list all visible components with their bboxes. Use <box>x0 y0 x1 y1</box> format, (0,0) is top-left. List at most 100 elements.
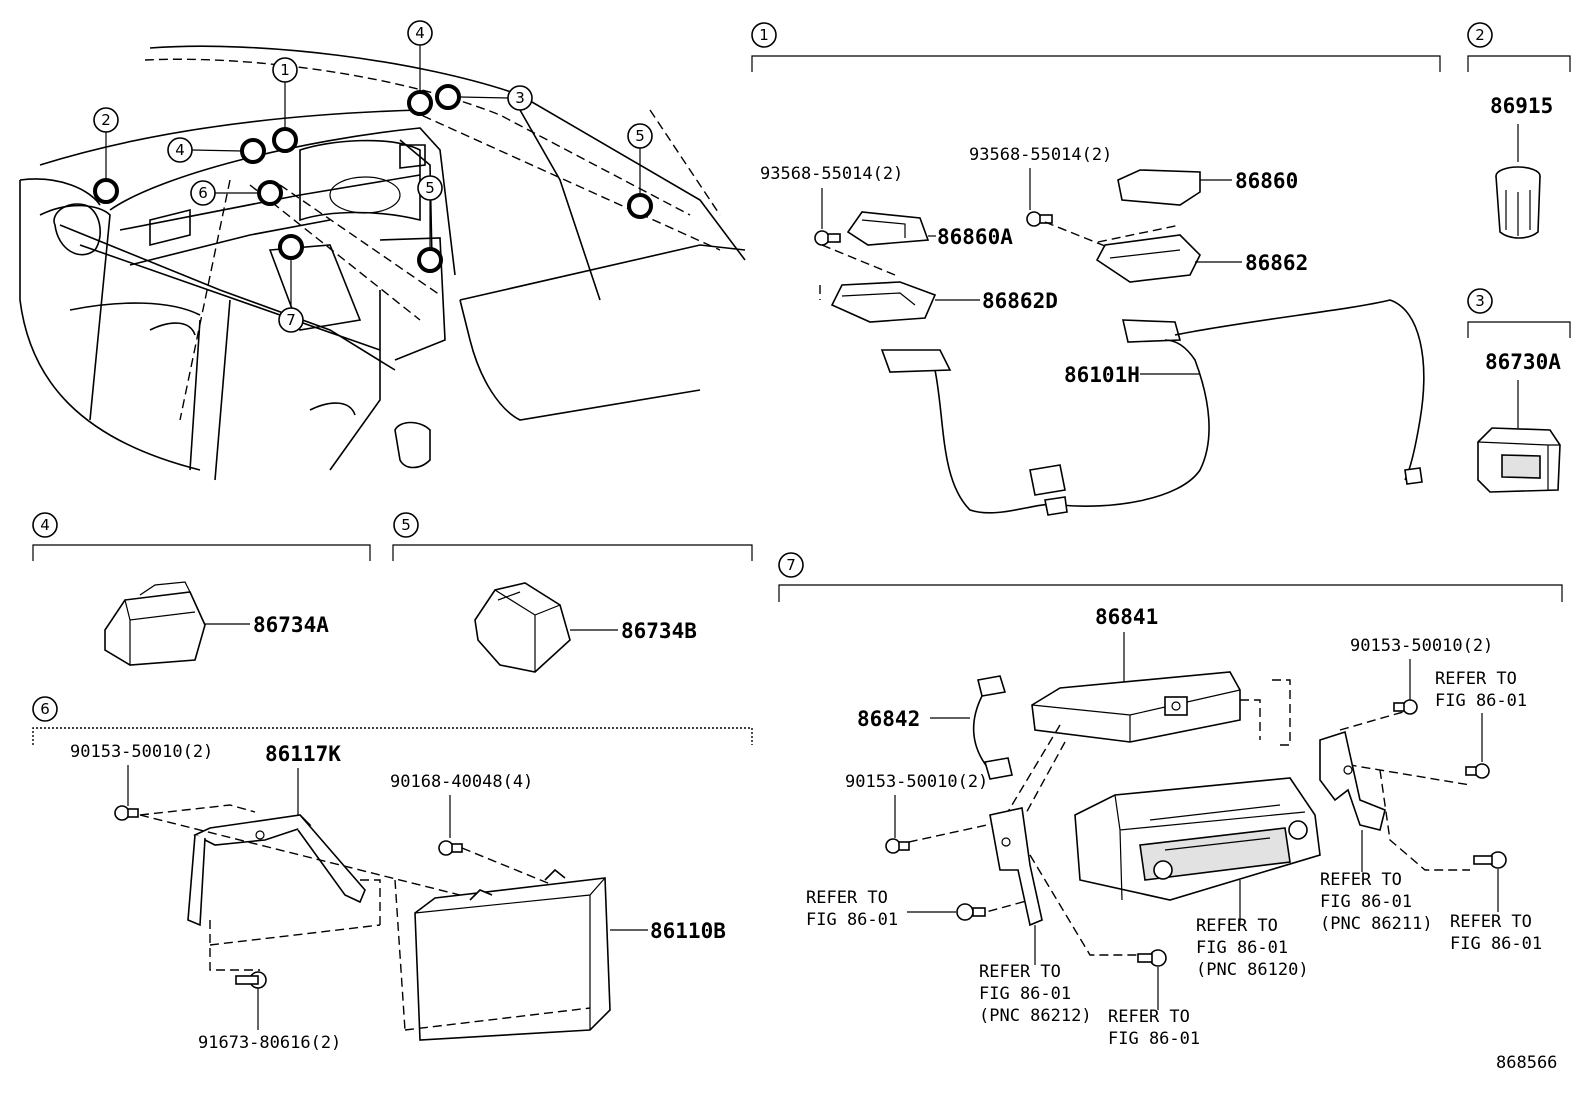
svg-text:REFER TO: REFER TO <box>1320 870 1402 890</box>
wire-harness-86101H <box>880 299 1425 516</box>
location-marker-1 <box>272 127 298 153</box>
refer-label-bottom-right: REFER TO FIG 86-01 <box>1450 912 1542 954</box>
svg-text:FIG 86-01: FIG 86-01 <box>806 910 898 930</box>
part-86862D-label: 86862D <box>982 289 1058 313</box>
screw-93568-left <box>814 230 841 246</box>
location-marker-6 <box>257 180 283 206</box>
section-2: 2 86915 <box>1467 22 1571 239</box>
bracket-86862D <box>830 281 937 323</box>
location-marker-7 <box>278 234 304 260</box>
overview-callout-1: 1 <box>272 57 298 83</box>
svg-text:6: 6 <box>198 184 208 202</box>
svg-text:REFER TO: REFER TO <box>806 888 888 908</box>
overview-callout-5-right: 5 <box>627 123 653 149</box>
part-86915-label: 86915 <box>1490 94 1553 118</box>
svg-text:FIG 86-01: FIG 86-01 <box>1108 1029 1200 1049</box>
svg-text:5: 5 <box>425 179 435 197</box>
overview-callout-5-left: 5 <box>417 175 443 201</box>
svg-text:FIG 86-01: FIG 86-01 <box>1450 934 1542 954</box>
refer-label-pnc-86211: REFER TO FIG 86-01 (PNC 86211) <box>1320 870 1433 934</box>
location-marker-4-left <box>240 138 266 164</box>
overview-callout-3: 3 <box>507 85 533 111</box>
location-marker-4-right <box>407 90 433 116</box>
switch-86734B <box>474 582 571 673</box>
svg-text:REFER TO: REFER TO <box>1196 916 1278 936</box>
screw-ref-bottom-right <box>1473 851 1507 869</box>
svg-text:FIG 86-01: FIG 86-01 <box>979 984 1071 1004</box>
screw-90153-s6 <box>114 805 139 821</box>
location-marker-5-left <box>417 247 443 273</box>
refer-label-pnc-86212: REFER TO FIG 86-01 (PNC 86212) <box>979 962 1092 1026</box>
svg-text:4: 4 <box>415 24 425 42</box>
part-86734A-label: 86734A <box>253 613 329 637</box>
overview-callout-4-right: 4 <box>407 20 433 46</box>
svg-text:6: 6 <box>40 700 50 718</box>
svg-text:4: 4 <box>40 516 50 534</box>
section-6: 6 90153-50010(2) 86117K 90168-40048(4) <box>32 696 753 1053</box>
svg-text:(PNC 86120): (PNC 86120) <box>1196 960 1309 980</box>
section-7: 7 86841 86842 <box>778 552 1563 1049</box>
section-1-callout: 1 <box>751 22 777 48</box>
refer-label-top-right: REFER TO FIG 86-01 <box>1435 669 1527 711</box>
refer-label-left: REFER TO FIG 86-01 <box>806 888 898 930</box>
svg-text:REFER TO: REFER TO <box>1450 912 1532 932</box>
section-4-callout: 4 <box>32 512 58 538</box>
section-7-callout: 7 <box>778 552 804 578</box>
vehicle-interior-view: 1 2 4 4 3 6 5 5 7 <box>19 20 746 481</box>
section-3: 3 86730A <box>1467 288 1571 493</box>
part-86117K-label: 86117K <box>265 742 341 766</box>
bracket-right <box>1319 730 1386 831</box>
svg-text:7: 7 <box>786 556 796 574</box>
svg-text:FIG 86-01: FIG 86-01 <box>1196 938 1288 958</box>
fastener-93568-label-right: 93568-55014(2) <box>969 145 1112 165</box>
svg-text:5: 5 <box>401 516 411 534</box>
svg-text:REFER TO: REFER TO <box>1435 669 1517 689</box>
part-86101H-label: 86101H <box>1064 363 1140 387</box>
overview-callout-7: 7 <box>278 307 304 333</box>
location-marker-2 <box>93 178 119 204</box>
module-86860A <box>846 211 930 246</box>
bracket-86862 <box>1095 234 1201 283</box>
svg-text:3: 3 <box>1475 292 1485 310</box>
display-86110B <box>414 868 611 1041</box>
part-86734B-label: 86734B <box>621 619 697 643</box>
part-86862-label: 86862 <box>1245 251 1308 275</box>
svg-text:1: 1 <box>280 61 290 79</box>
section-6-callout: 6 <box>32 696 58 722</box>
fastener-91673-label: 91673-80616(2) <box>198 1033 341 1053</box>
overview-callout-4-left: 4 <box>167 137 193 163</box>
section-5-callout: 5 <box>393 512 419 538</box>
section-2-callout: 2 <box>1467 22 1493 48</box>
location-marker-3 <box>435 84 461 110</box>
screw-93568-right <box>1026 211 1053 227</box>
refer-label-pnc-86120: REFER TO FIG 86-01 (PNC 86120) <box>1196 916 1309 980</box>
svg-text:5: 5 <box>635 127 645 145</box>
svg-text:(PNC 86211): (PNC 86211) <box>1320 914 1433 934</box>
svg-text:2: 2 <box>1475 26 1485 44</box>
svg-text:REFER TO: REFER TO <box>1108 1007 1190 1027</box>
screw-90153-s7b <box>1393 699 1418 715</box>
section-1: 1 93568-55014(2) 93568-55014(2) 86860A 8… <box>751 22 1441 516</box>
unit-86841 <box>1031 671 1241 743</box>
fastener-93568-label-left: 93568-55014(2) <box>760 164 903 184</box>
svg-text:FIG 86-01: FIG 86-01 <box>1320 892 1412 912</box>
component-86915 <box>1495 166 1541 239</box>
location-marker-5-right <box>627 193 653 219</box>
svg-text:FIG 86-01: FIG 86-01 <box>1435 691 1527 711</box>
fastener-90153-label-s7a: 90153-50010(2) <box>845 772 988 792</box>
screw-ref-top-right <box>1465 763 1490 779</box>
svg-text:REFER TO: REFER TO <box>979 962 1061 982</box>
svg-text:2: 2 <box>101 111 111 129</box>
part-86841-label: 86841 <box>1095 605 1158 629</box>
part-86110B-label: 86110B <box>650 919 726 943</box>
overview-callout-6: 6 <box>190 180 216 206</box>
overview-callout-2: 2 <box>93 107 119 133</box>
svg-text:3: 3 <box>515 89 525 107</box>
part-86860A-label: 86860A <box>937 225 1013 249</box>
screw-ref-bottom-center <box>1137 949 1167 967</box>
svg-text:1: 1 <box>759 26 769 44</box>
fastener-90153-label-s7b: 90153-50010(2) <box>1350 636 1493 656</box>
svg-text:(PNC 86212): (PNC 86212) <box>979 1006 1092 1026</box>
